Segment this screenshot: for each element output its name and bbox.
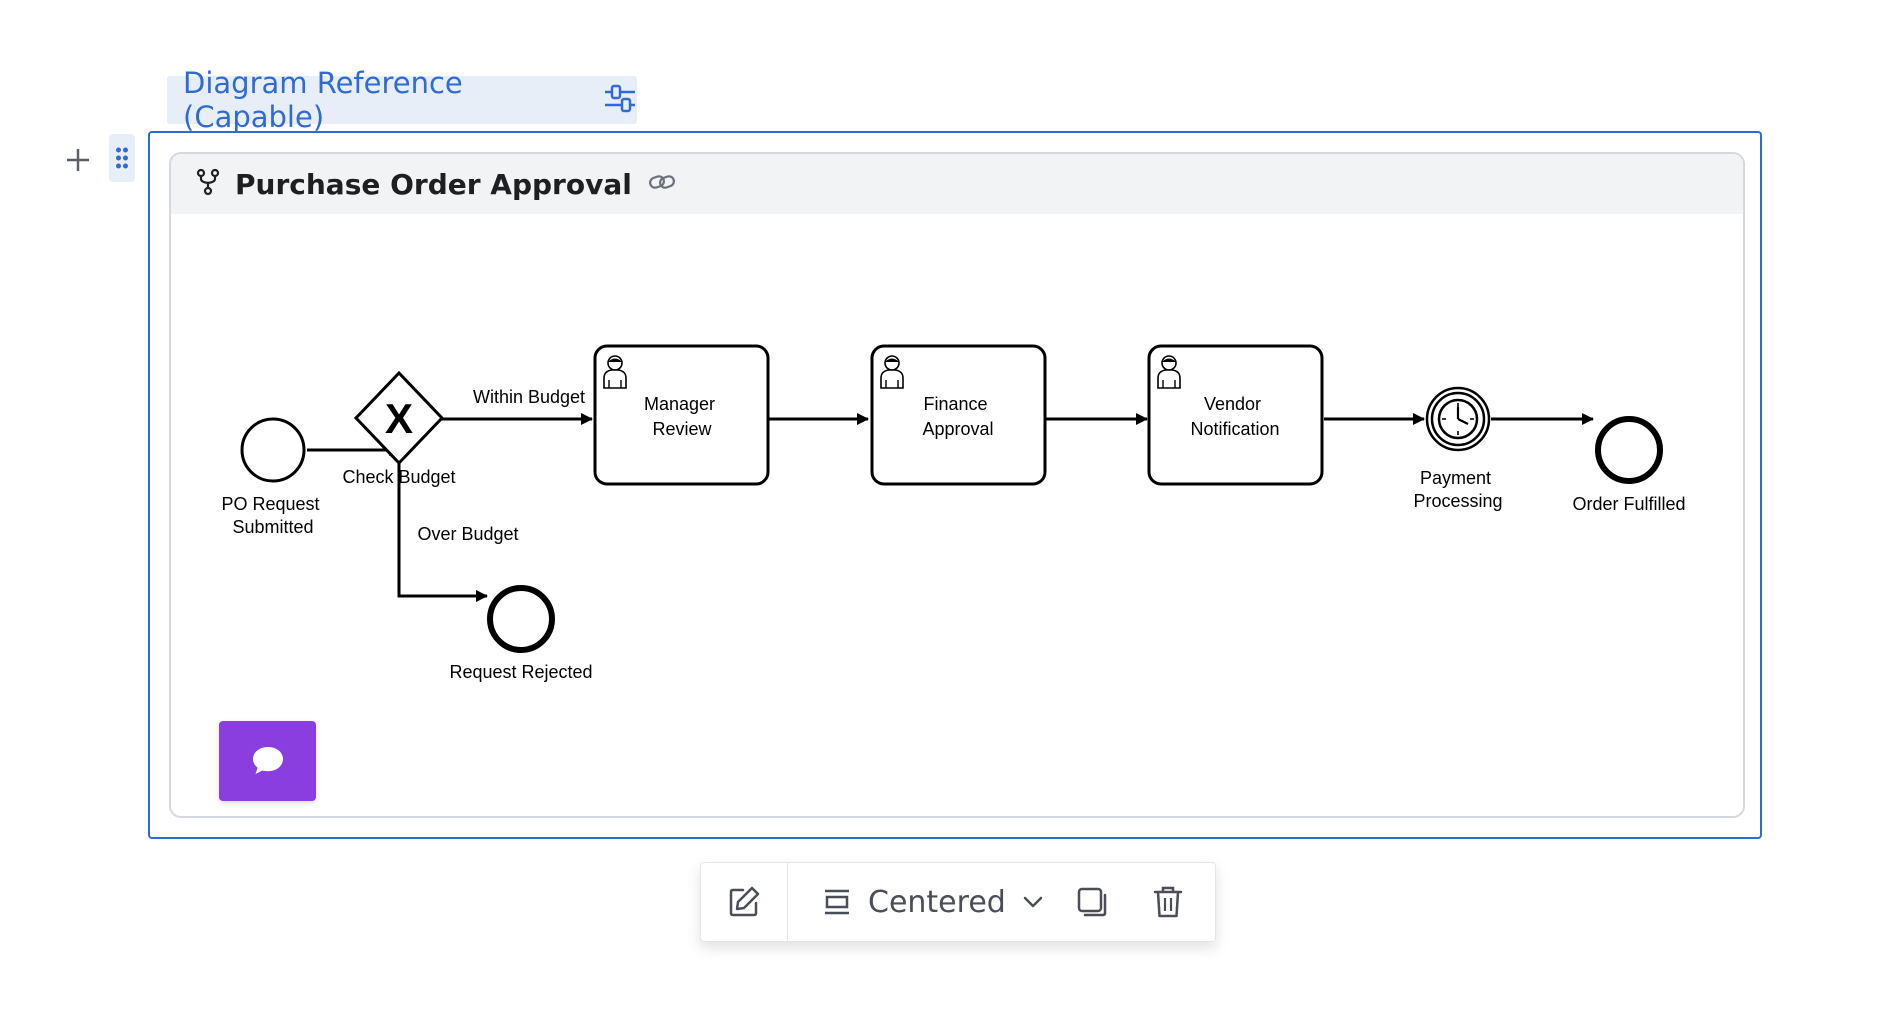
gateway-label: Check Budget — [342, 467, 455, 487]
task-vendor-label: Vendor Notification — [1190, 394, 1279, 439]
timer-event-label-line2: Processing — [1413, 491, 1502, 511]
exclusive-gateway[interactable]: X Check Budget — [342, 370, 456, 487]
user-task-icon — [603, 355, 627, 389]
delete-button[interactable] — [1130, 862, 1206, 942]
plus-icon[interactable] — [58, 140, 98, 180]
end-event-rejected[interactable]: Request Rejected — [449, 585, 593, 682]
start-event[interactable]: PO Request Submitted — [221, 417, 324, 537]
trash-icon — [1153, 886, 1183, 918]
task-manager-label-line2: Review — [652, 419, 712, 439]
selected-block-frame — [148, 131, 1762, 839]
start-event-label-line2: Submitted — [232, 517, 313, 537]
task-finance-label-line1: Finance — [923, 394, 987, 414]
process-fork-icon — [195, 168, 221, 201]
bpmn-diagram: PO Request Submitted X Check Budget With… — [221, 344, 1686, 682]
timer-event-label: Payment Processing — [1413, 468, 1502, 511]
chevron-down-icon — [1023, 896, 1043, 908]
start-event-label: PO Request Submitted — [221, 494, 324, 537]
task-finance-approval[interactable]: Finance Approval — [870, 344, 1047, 486]
user-task-icon — [880, 355, 904, 389]
flow-within-label: Within Budget — [473, 387, 585, 407]
sequence-flows — [307, 413, 1594, 602]
alignment-label: Centered — [868, 884, 1006, 920]
end-rejected-label: Request Rejected — [449, 662, 592, 682]
toolbar-divider — [787, 862, 788, 942]
gateway-x-marker: X — [385, 395, 413, 442]
task-manager-label: Manager Review — [644, 394, 720, 439]
diagram-header: Purchase Order Approval — [171, 154, 1743, 214]
drag-handle-icon[interactable] — [109, 134, 135, 182]
diagram-reference-text: Diagram Reference (Capable) — [183, 66, 463, 134]
diagram-card[interactable]: Purchase Order Approval — [169, 152, 1745, 818]
task-finance-label-line2: Approval — [922, 419, 993, 439]
alignment-dropdown[interactable]: Centered — [788, 862, 1054, 942]
align-center-icon — [825, 889, 849, 915]
chat-bubble-icon — [252, 747, 283, 774]
edit-button[interactable] — [701, 862, 787, 942]
copy-button[interactable] — [1054, 862, 1130, 942]
diagram-title: Purchase Order Approval — [235, 167, 632, 201]
timer-clock-icon — [1437, 398, 1479, 440]
flow-gateway-to-rejected[interactable] — [397, 454, 488, 602]
block-toolbar: Centered — [700, 862, 1216, 942]
timer-event-payment[interactable]: Payment Processing — [1413, 386, 1503, 511]
edit-icon — [729, 886, 760, 917]
flow-over-label: Over Budget — [417, 524, 518, 544]
task-vendor-label-line2: Notification — [1190, 419, 1279, 439]
timer-event-label-line1: Payment — [1420, 468, 1491, 488]
chat-button[interactable] — [219, 721, 316, 801]
user-task-icon — [1157, 355, 1181, 389]
copy-icon — [1077, 887, 1107, 917]
task-vendor-notification[interactable]: Vendor Notification — [1147, 344, 1324, 486]
task-vendor-label-line1: Vendor — [1204, 394, 1261, 414]
end-event-fulfilled[interactable]: Order Fulfilled — [1572, 416, 1686, 514]
end-fulfilled-label: Order Fulfilled — [1572, 494, 1685, 514]
start-event-label-line1: PO Request — [221, 494, 319, 514]
task-manager-review[interactable]: Manager Review — [593, 344, 770, 486]
link-icon[interactable] — [648, 172, 676, 197]
task-finance-label: Finance Approval — [922, 394, 993, 439]
sliders-icon[interactable] — [603, 83, 637, 118]
diagram-reference-label[interactable]: Diagram Reference (Capable) — [167, 66, 637, 134]
task-manager-label-line1: Manager — [644, 394, 715, 414]
